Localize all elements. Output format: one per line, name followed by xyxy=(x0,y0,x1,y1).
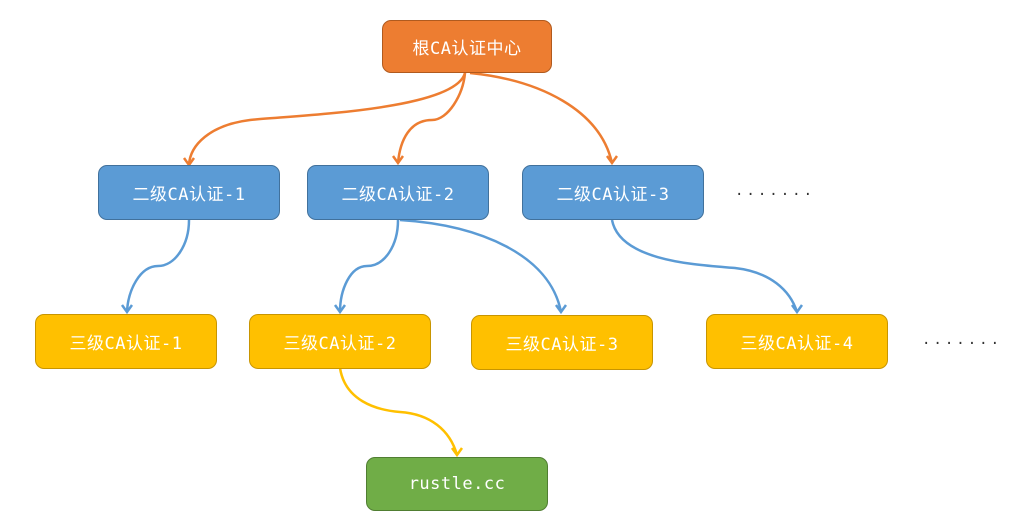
edge-l2-1-to-l3-1 xyxy=(125,219,191,313)
l2-ca-node-3: 二级CA认证-3 xyxy=(522,165,704,220)
l3-ca-label: 三级CA认证-2 xyxy=(283,334,397,354)
l2-more-ellipsis: ....... xyxy=(735,183,816,199)
edge-root-to-l2-3 xyxy=(469,71,614,164)
edge-l2-3-to-l3-4-arrow xyxy=(790,304,804,315)
edge-l2-2-to-l3-2-arrow xyxy=(333,304,347,315)
edge-l3-2-to-leaf-arrow xyxy=(450,447,464,458)
l2-ca-node-2: 二级CA认证-2 xyxy=(307,165,489,220)
l2-ca-label: 二级CA认证-1 xyxy=(132,185,246,205)
l2-ca-node-1: 二级CA认证-1 xyxy=(98,165,280,220)
l3-ca-label: 三级CA认证-4 xyxy=(740,334,854,354)
edge-root-to-l2-3-arrow xyxy=(605,155,619,166)
l3-more-ellipsis: ....... xyxy=(922,332,1003,348)
edge-l2-1-to-l3-1-arrow xyxy=(120,304,134,315)
edge-root-to-l2-2 xyxy=(396,72,467,164)
edge-l2-2-to-l3-2 xyxy=(338,219,400,313)
edge-l2-2-to-l3-3 xyxy=(399,218,563,313)
l3-ca-node-2: 三级CA认证-2 xyxy=(249,314,431,369)
root-ca-node: 根CA认证中心 xyxy=(382,20,552,73)
l3-ca-node-3: 三级CA认证-3 xyxy=(471,315,653,370)
edge-l2-2-to-l3-3-arrow xyxy=(554,304,568,315)
l3-ca-node-4: 三级CA认证-4 xyxy=(706,314,888,369)
edge-l3-2-to-leaf xyxy=(338,367,459,456)
root-ca-label: 根CA认证中心 xyxy=(412,39,522,59)
l2-ca-label: 二级CA认证-2 xyxy=(341,185,455,205)
edge-root-to-l2-1 xyxy=(187,72,467,166)
l2-ca-label: 二级CA认证-3 xyxy=(556,185,670,205)
l3-ca-node-1: 三级CA认证-1 xyxy=(35,314,217,369)
l3-ca-label: 三级CA认证-3 xyxy=(505,335,619,355)
l3-ca-label: 三级CA认证-1 xyxy=(69,334,183,354)
leaf-cert-node: rustle.cc xyxy=(366,457,548,511)
leaf-cert-label: rustle.cc xyxy=(408,474,506,494)
edge-root-to-l2-2-arrow xyxy=(391,155,405,166)
edge-l2-3-to-l3-4 xyxy=(610,219,799,313)
